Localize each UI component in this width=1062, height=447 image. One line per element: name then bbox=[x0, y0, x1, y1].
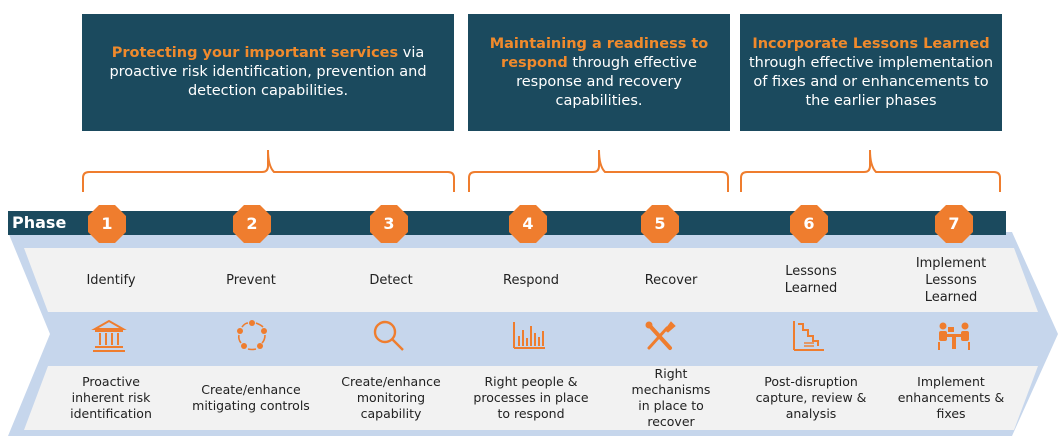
header-highlight: Incorporate Lessons Learned bbox=[752, 35, 990, 52]
name-card bbox=[24, 248, 198, 312]
desc-card bbox=[724, 366, 898, 430]
header-text: through effective implementation of fixe… bbox=[748, 54, 994, 109]
phase-name-identify: Identify bbox=[86, 272, 136, 288]
header-highlight: Protecting your important services bbox=[111, 45, 399, 61]
brace-lessons bbox=[740, 149, 1001, 192]
phase-desc-lessons: Post-disruption capture, review & analys… bbox=[755, 374, 867, 421]
phase-name-respond: Respond bbox=[503, 272, 559, 288]
desc-card bbox=[304, 366, 478, 430]
name-card bbox=[164, 248, 338, 312]
desc-card bbox=[584, 366, 758, 430]
header-respond: Maintaining a readiness to respond throu… bbox=[468, 14, 730, 131]
brace-protect bbox=[82, 149, 455, 192]
phase-desc-detect: Create/enhance monitoring capability bbox=[341, 374, 441, 421]
header-text: via proactive risk identification, preve… bbox=[109, 45, 427, 99]
desc-card bbox=[164, 366, 338, 430]
phase-desc-prevent: Create/enhance mitigating controls bbox=[192, 382, 310, 413]
magnifier-icon bbox=[373, 320, 404, 351]
cycle-icon bbox=[237, 320, 267, 351]
header-protect: Protecting your important services via p… bbox=[82, 14, 454, 131]
desc-card bbox=[24, 366, 198, 430]
phase-badge-6: 6 bbox=[790, 205, 828, 243]
phase-number: 2 bbox=[246, 214, 258, 233]
phase-name-recover: Recover bbox=[644, 272, 698, 288]
phase-badge-2: 2 bbox=[233, 205, 271, 243]
phase-label: Phase bbox=[12, 213, 67, 232]
phase-number: 1 bbox=[101, 214, 113, 233]
phase-name-detect: Detect bbox=[369, 272, 413, 288]
header-text: through effective response and recovery … bbox=[516, 54, 697, 109]
phase-desc-respond: Right people & processes in place to res… bbox=[473, 374, 589, 421]
desc-cards bbox=[24, 366, 1038, 430]
name-card bbox=[864, 248, 1038, 312]
phase-number: 3 bbox=[383, 214, 395, 233]
phase-name-implement: Implement Lessons Learned bbox=[915, 255, 987, 305]
tools-icon bbox=[645, 321, 676, 350]
phase-badge-4: 4 bbox=[509, 205, 547, 243]
phase-badge-1: 1 bbox=[88, 205, 126, 243]
phase-bar bbox=[8, 211, 1006, 235]
desc-card bbox=[864, 366, 1038, 430]
brace-respond bbox=[468, 149, 729, 192]
bank-icon bbox=[91, 319, 127, 352]
name-cards bbox=[24, 248, 1038, 312]
phase-number: 7 bbox=[948, 214, 960, 233]
phase-number: 6 bbox=[803, 214, 815, 233]
phase-number: 5 bbox=[654, 214, 666, 233]
phase-badge-3: 3 bbox=[370, 205, 408, 243]
name-card bbox=[724, 248, 898, 312]
header-lessons: Incorporate Lessons Learned through effe… bbox=[740, 14, 1002, 131]
header-highlight: Maintaining a readiness to respond bbox=[489, 35, 709, 71]
phase-desc-identify: Proactive inherent risk identification bbox=[70, 374, 152, 421]
phase-name-prevent: Prevent bbox=[226, 272, 276, 288]
desc-card bbox=[444, 366, 618, 430]
phase-desc-implement: Implement enhancements & fixes bbox=[897, 374, 1005, 421]
name-card bbox=[584, 248, 758, 312]
phase-number: 4 bbox=[522, 214, 534, 233]
phase-badge-5: 5 bbox=[641, 205, 679, 243]
phase-desc-recover: Right mechanisms in place to recover bbox=[631, 366, 711, 429]
name-card bbox=[304, 248, 478, 312]
name-card bbox=[444, 248, 618, 312]
bar-chart-icon bbox=[513, 322, 545, 349]
staircase-chart-icon bbox=[793, 321, 824, 351]
phase-name-lessons: Lessons Learned bbox=[784, 264, 838, 296]
meeting-icon bbox=[938, 322, 970, 350]
phase-badge-7: 7 bbox=[935, 205, 973, 243]
